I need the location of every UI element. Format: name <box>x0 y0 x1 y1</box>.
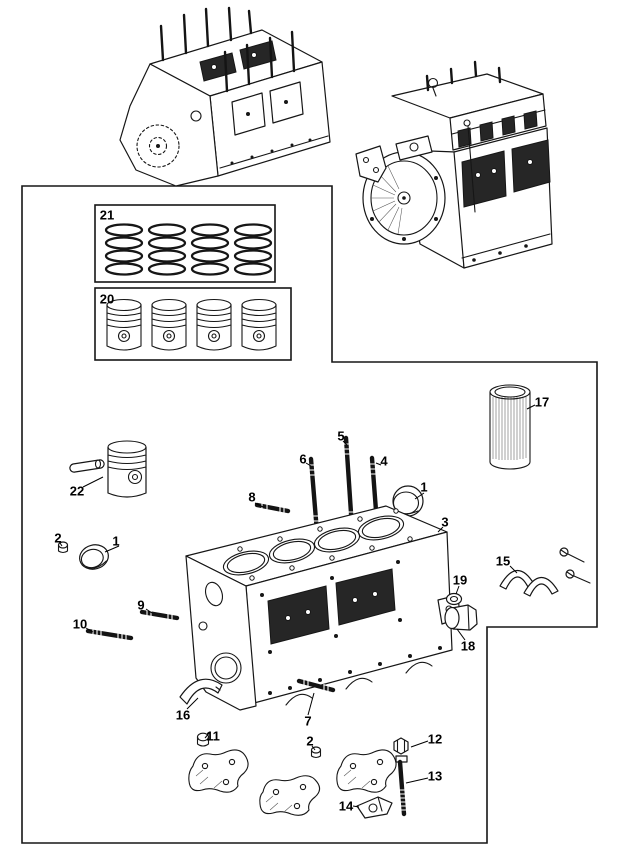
callout-9: 9 <box>137 597 145 613</box>
diagram-border <box>21 185 598 844</box>
callout-4: 4 <box>380 453 388 469</box>
callout-7: 7 <box>304 713 312 729</box>
washer-illustration <box>445 592 463 606</box>
assembled-engine-illustration <box>355 60 553 269</box>
gasket-middle-illustration <box>259 775 321 816</box>
callout-5: 5 <box>337 428 345 444</box>
bare-cylinder-block-illustration <box>119 6 331 187</box>
callout-13: 13 <box>427 768 443 784</box>
main-cylinder-block-illustration <box>185 505 461 711</box>
bearing-straps-illustration <box>499 547 591 597</box>
cylinder-liner-illustration <box>489 384 531 470</box>
gasket-left-illustration <box>188 749 249 793</box>
core-plug-side-illustration <box>79 544 109 570</box>
callout-2-bottom: 2 <box>306 733 314 749</box>
stud-10-illustration <box>85 628 134 641</box>
callout-8: 8 <box>248 489 256 505</box>
lock-tab-illustration <box>356 796 393 819</box>
stud-7-illustration <box>296 678 336 693</box>
bolt-illustration <box>395 755 408 817</box>
callout-1-front: 1 <box>420 479 428 495</box>
callout-20: 20 <box>99 291 115 307</box>
bearing-shell-illustration <box>179 678 223 705</box>
callout-17: 17 <box>534 394 550 410</box>
head-stud-5-illustration <box>343 435 356 531</box>
piston-and-pin-illustration <box>69 440 147 498</box>
piston-rings-box <box>94 204 276 283</box>
callout-12: 12 <box>427 731 443 747</box>
drain-plug-illustration <box>444 604 478 631</box>
callout-18: 18 <box>460 638 476 654</box>
callout-15: 15 <box>495 553 511 569</box>
callout-6: 6 <box>299 451 307 467</box>
callout-2-side: 2 <box>54 530 62 546</box>
callout-10: 10 <box>72 616 88 632</box>
callout-1-side: 1 <box>112 533 120 549</box>
small-plug-bottom-illustration <box>310 746 322 759</box>
callout-3: 3 <box>441 514 449 530</box>
stud-8-illustration <box>254 501 291 514</box>
callout-21: 21 <box>99 207 115 223</box>
callout-11: 11 <box>206 728 220 744</box>
callout-19: 19 <box>452 572 468 588</box>
callout-14: 14 <box>338 798 354 814</box>
nut-illustration <box>393 737 409 755</box>
core-plug-front-illustration <box>392 485 424 517</box>
pistons-box <box>94 287 292 361</box>
cup-plug-lower-illustration <box>196 732 210 747</box>
gasket-right-illustration <box>336 749 397 793</box>
callout-22: 22 <box>69 483 85 499</box>
leader-lines <box>59 404 536 808</box>
callout-16: 16 <box>175 707 191 723</box>
head-stud-6-illustration <box>308 456 321 535</box>
stud-9-illustration <box>139 609 180 621</box>
